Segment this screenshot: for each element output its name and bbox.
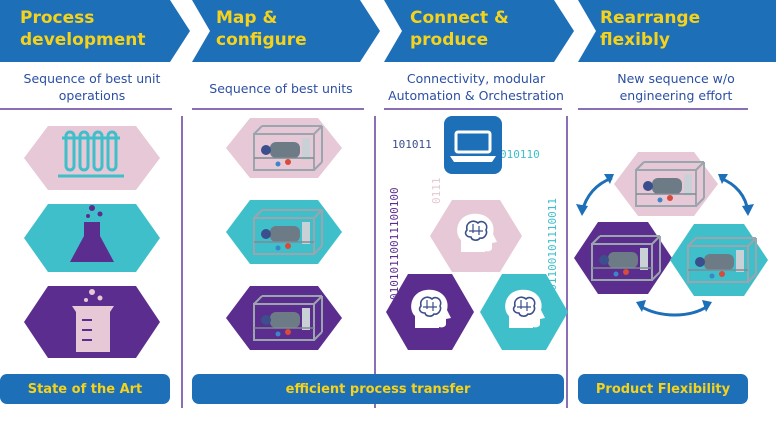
step-title: Process development xyxy=(20,8,146,50)
step-subtitle: Sequence of best units xyxy=(209,81,353,96)
flask-icon xyxy=(70,205,114,262)
step-subtitle: New sequence w/o engineering effort xyxy=(617,71,735,103)
step-title: Map & configure xyxy=(216,8,307,50)
divider-line xyxy=(0,108,172,110)
cycle-arrow-heads xyxy=(576,174,754,312)
binary-text-top-left: 101011 xyxy=(392,138,432,151)
column-separator xyxy=(181,116,183,408)
divider-line xyxy=(192,108,364,110)
binary-column-left: 01010110011100100 xyxy=(388,187,401,300)
column-separator xyxy=(374,116,376,408)
hexagon-pink xyxy=(24,126,160,190)
beaker-icon xyxy=(72,289,114,352)
step-chevron-rearrange-flexibly: Rearrange flexibly xyxy=(578,0,776,62)
binary-text-top-right: 010110 xyxy=(500,148,540,161)
step-title: Rearrange flexibly xyxy=(600,8,701,50)
binary-column-right: 0101100101110011 xyxy=(546,198,559,304)
step-title: Connect & produce xyxy=(410,8,509,50)
step-chevron-process-development: Process development xyxy=(0,0,192,62)
divider-line xyxy=(578,108,748,110)
banner-product-flexibility: Product Flexibility xyxy=(578,374,748,404)
binary-column-pink: 0111 xyxy=(430,178,443,205)
test-tubes-icon xyxy=(58,130,124,178)
column-separator xyxy=(566,116,568,408)
banner-efficient-process-transfer: efficient process transfer xyxy=(192,374,564,404)
laptop-icon xyxy=(444,116,502,174)
step-subtitle: Connectivity, modular Automation & Orche… xyxy=(388,71,564,103)
step-chevron-map-configure: Map & configure xyxy=(192,0,382,62)
step-subtitle: Sequence of best unit operations xyxy=(23,71,161,103)
step-chevron-connect-produce: Connect & produce xyxy=(384,0,576,62)
banner-state-of-the-art: State of the Art xyxy=(0,374,170,404)
divider-line xyxy=(384,108,562,110)
